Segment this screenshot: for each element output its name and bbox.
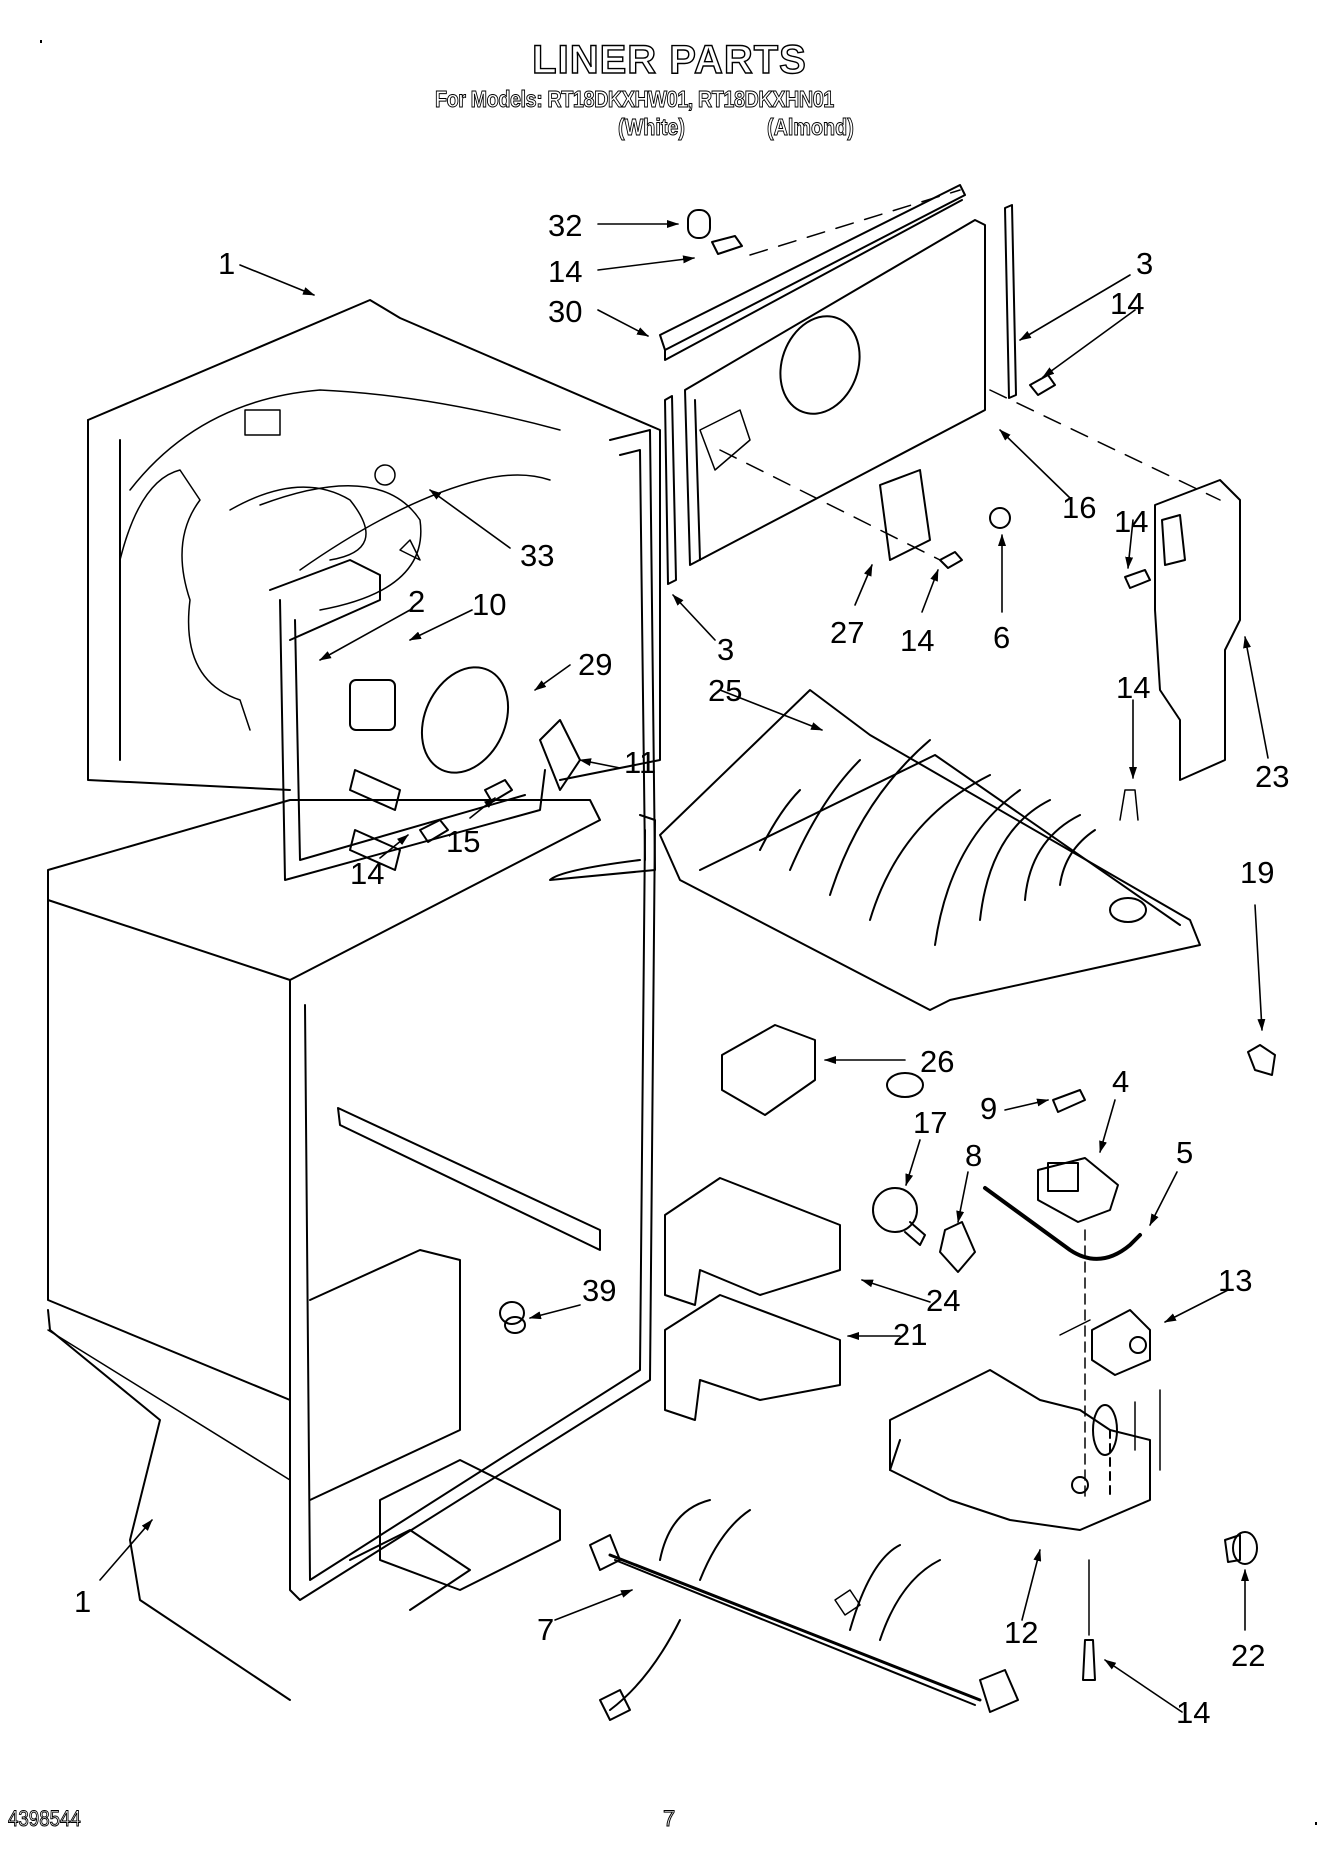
- callout-30: 30: [548, 294, 583, 329]
- callout-26: 26: [920, 1044, 955, 1079]
- scan-speck: [40, 40, 42, 43]
- callout-17: 17: [913, 1105, 948, 1140]
- callout-27: 27: [830, 615, 865, 650]
- callout-14: 14: [548, 254, 583, 289]
- document-number: 4398544: [8, 1806, 82, 1832]
- callout-14: 14: [1176, 1695, 1211, 1730]
- models-line: For Models: RT18DKXHW01, RT18DKXHN01: [435, 86, 835, 113]
- divider-panel-drawing: [659, 184, 1221, 585]
- callout-11: 11: [624, 745, 657, 780]
- callout-12: 12: [1004, 1615, 1039, 1650]
- callout-32: 32: [548, 208, 583, 243]
- callout-6: 6: [993, 620, 1011, 655]
- damper-control-drawing: [1037, 1157, 1119, 1223]
- callout-14: 14: [1110, 286, 1145, 321]
- callout-39: 39: [582, 1273, 617, 1308]
- callout-15: 15: [446, 824, 481, 859]
- page-title: LINER PARTS: [531, 37, 807, 82]
- callout-14: 14: [900, 623, 935, 658]
- callout-33: 33: [520, 538, 555, 573]
- callout-19: 19: [1240, 855, 1275, 890]
- air-duct-drawing: [1124, 479, 1241, 781]
- callout-7: 7: [537, 1612, 555, 1647]
- callout-5: 5: [1176, 1135, 1194, 1170]
- clip-drawing: [1247, 1044, 1276, 1076]
- control-housing-drawing: [889, 1229, 1161, 1531]
- light-shield-drawing: [664, 1177, 841, 1306]
- callout-14: 14: [350, 856, 385, 891]
- callout-10: 10: [472, 587, 507, 622]
- shelf-pan-drawing: [659, 689, 1201, 1098]
- screw-bottom-drawing: [1082, 1639, 1096, 1681]
- variant-white: (White): [618, 114, 686, 141]
- lamp-socket-drawing: [939, 1221, 976, 1273]
- drain-plug-drawing: [499, 1301, 525, 1325]
- cold-control-drawing: [1059, 1309, 1151, 1376]
- callout-14: 14: [1114, 504, 1149, 539]
- light-clip-drawing: [721, 1024, 816, 1116]
- callout-3: 3: [717, 632, 735, 667]
- lower-wire-harness-drawing: [589, 1499, 1019, 1721]
- callout-8: 8: [965, 1138, 983, 1173]
- callout-24: 24: [926, 1283, 961, 1318]
- callout-2: 2: [408, 584, 426, 619]
- callout-1: 1: [74, 1584, 92, 1619]
- page-number: 7: [662, 1806, 676, 1832]
- callout-22: 22: [1231, 1638, 1266, 1673]
- fresh-food-liner-drawing: [47, 799, 656, 1701]
- callout-23: 23: [1255, 759, 1290, 794]
- callout-14: 14: [1116, 670, 1151, 705]
- callout-1: 1: [218, 246, 236, 281]
- control-knob-drawing: [1224, 1531, 1258, 1565]
- callout-3: 3: [1136, 246, 1154, 281]
- scan-speck: [1315, 1822, 1317, 1825]
- freezer-liner-drawing: [87, 299, 661, 881]
- light-bulb-drawing: [872, 1187, 926, 1246]
- callout-21: 21: [893, 1317, 928, 1352]
- callout-13: 13: [1218, 1263, 1253, 1298]
- callout-25: 25: [708, 673, 743, 708]
- capillary-tube-drawing: [983, 1186, 1142, 1261]
- small-clip-drawing: [1052, 1089, 1086, 1113]
- variant-almond: (Almond): [767, 114, 855, 141]
- callout-29: 29: [578, 647, 613, 682]
- housing-cover-drawing: [664, 1294, 841, 1421]
- callout-9: 9: [980, 1091, 998, 1126]
- leader-lines: [99, 220, 1269, 1713]
- callout-16: 16: [1062, 490, 1097, 525]
- callout-4: 4: [1112, 1064, 1130, 1099]
